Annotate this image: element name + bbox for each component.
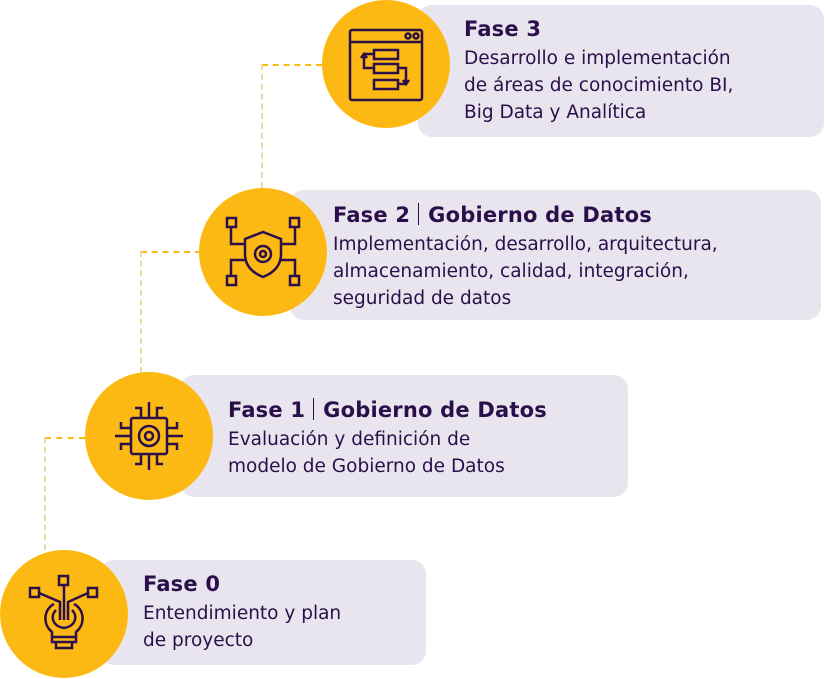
connector-3 (262, 64, 322, 66)
connector-3-vertical (261, 64, 263, 188)
phase-2-badge (199, 188, 327, 316)
phase-1-line: Evaluación y definición de (228, 429, 471, 450)
browser-flowchart-icon (348, 28, 424, 102)
phase-3-line: de áreas de conocimiento BI, (464, 75, 734, 96)
phase-2-line: seguridad de datos (333, 288, 512, 309)
phase-1-subtitle: Gobierno de Datos (323, 398, 547, 422)
phase-0-line: Entendimiento y plan (143, 603, 342, 624)
title-separator (418, 203, 420, 225)
connector-1 (45, 437, 85, 439)
phase-0-line: de proyecto (143, 630, 254, 651)
phase-1-card (180, 375, 628, 497)
phase-3-line: Big Data y Analítica (464, 102, 647, 123)
connector-1-vertical (44, 437, 46, 550)
phase-1-badge (85, 372, 213, 500)
chip-gear-icon (115, 402, 183, 470)
shield-gear-network-icon (225, 216, 301, 287)
phase-3-title: Fase 3 (464, 17, 542, 41)
phase-3-badge (322, 0, 450, 128)
phase-2-title: Fase 2 (333, 203, 411, 227)
phase-0-title: Fase 0 (143, 572, 221, 596)
phase-2-subtitle: Gobierno de Datos (428, 203, 652, 227)
connector-2 (141, 251, 201, 253)
phase-3-card (418, 5, 824, 137)
phase-1-title: Fase 1 (228, 398, 306, 422)
connector-2-vertical (140, 251, 142, 373)
phase-0-badge (0, 550, 128, 678)
phase-2-line: almacenamiento, calidad, integración, (333, 261, 689, 282)
phase-1-line: modelo de Gobierno de Datos (228, 456, 505, 477)
phase-3-line: Desarrollo e implementación (464, 48, 731, 69)
title-separator (313, 398, 315, 420)
phase-0-card (100, 560, 426, 665)
lightbulb-network-icon (28, 574, 99, 650)
phase-2-line: Implementación, desarrollo, arquitectura… (333, 234, 718, 255)
phase-2-card (290, 190, 821, 320)
